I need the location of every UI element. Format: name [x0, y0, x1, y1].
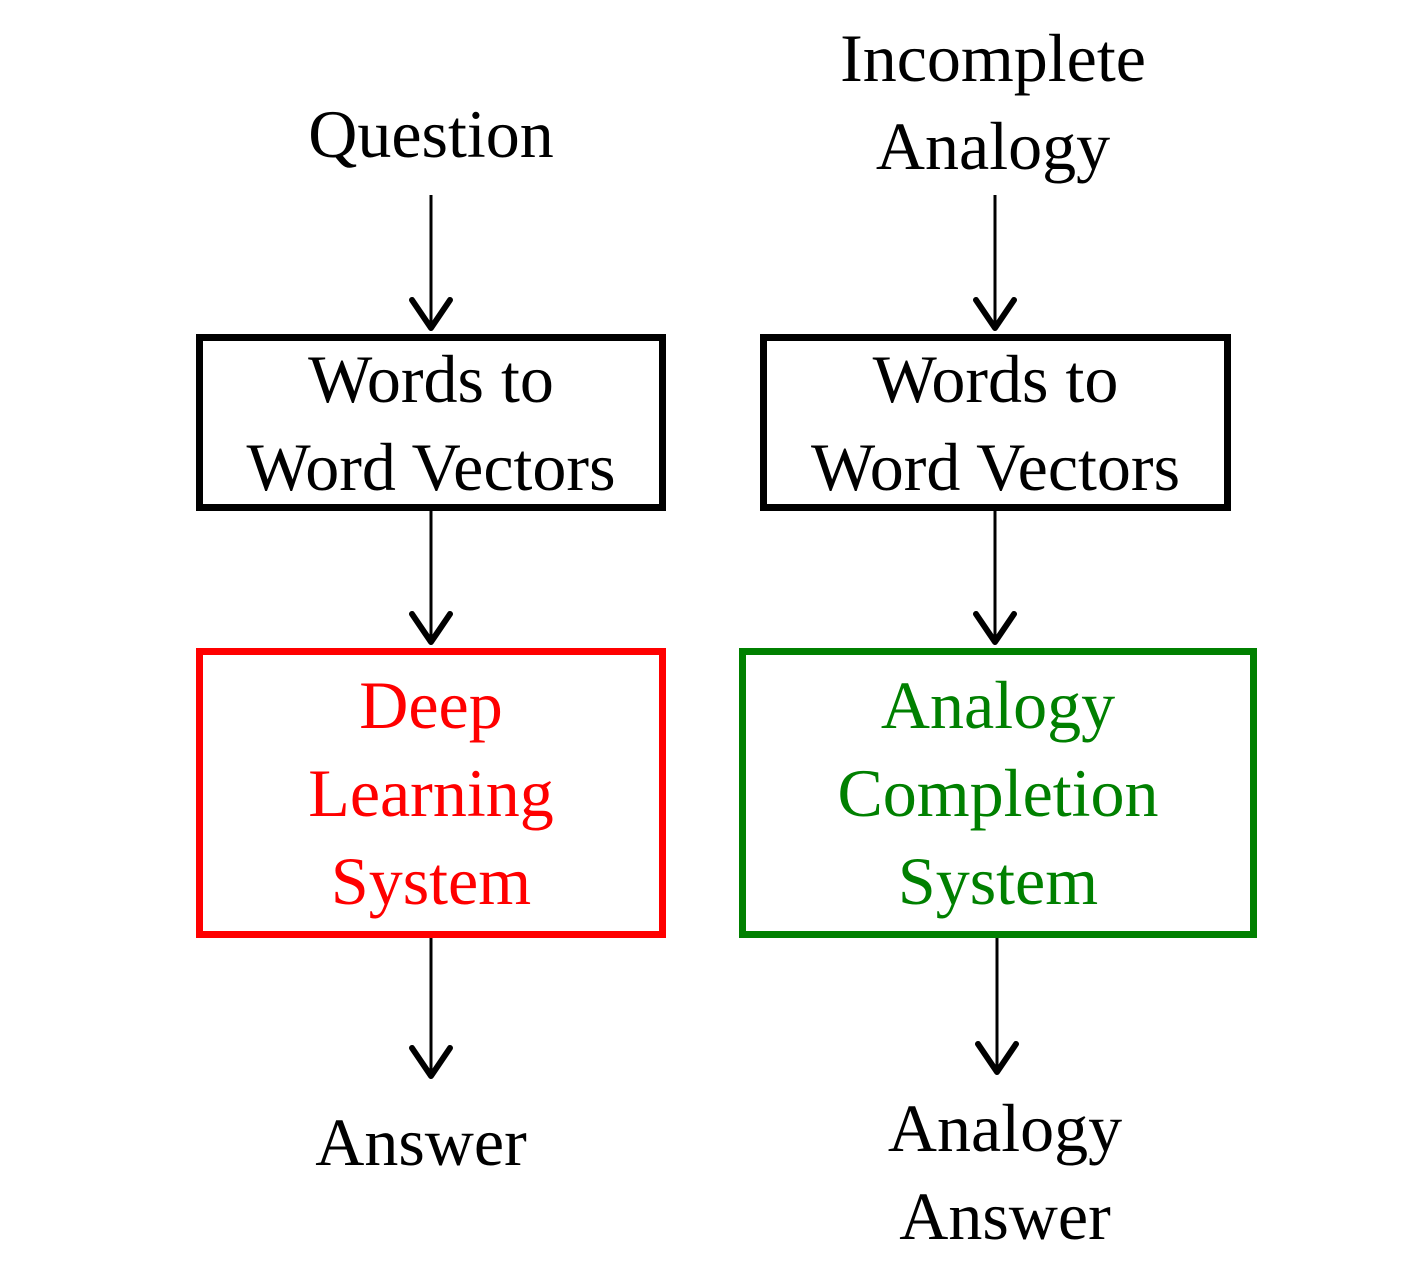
incomplete-analogy-label: Incomplete Analogy [793, 14, 1193, 190]
analogy-completion-system-box: Analogy Completion System [739, 648, 1257, 938]
box-line: System [330, 843, 532, 919]
box-line: Words to [308, 340, 554, 417]
label-line: Incomplete [840, 20, 1146, 96]
box-line: Word Vectors [810, 428, 1181, 505]
box-line: Deep [359, 667, 503, 743]
box-line: Completion [837, 755, 1159, 831]
label-line: Analogy [875, 108, 1111, 184]
box-line: Words to [872, 340, 1119, 417]
arrow-question-to-vectors [409, 195, 453, 331]
label-line: Analogy [887, 1090, 1123, 1166]
words-to-word-vectors-box-left: Words to Word Vectors [196, 334, 666, 511]
label-line: Answer [899, 1178, 1111, 1254]
analogy-answer-label: Analogy Answer [805, 1084, 1205, 1260]
arrow-deep-learning-to-answer [409, 936, 453, 1079]
arrow-incomplete-analogy-to-vectors [973, 195, 1017, 331]
arrow-analogy-completion-to-answer [975, 936, 1019, 1075]
question-label: Question [308, 96, 554, 172]
arrow-vectors-to-analogy-completion [973, 510, 1017, 645]
deep-learning-system-box: Deep Learning System [196, 648, 666, 938]
box-line: Word Vectors [246, 428, 616, 505]
box-line: Analogy [880, 667, 1116, 743]
box-line: System [897, 843, 1099, 919]
arrow-vectors-to-deep-learning [409, 510, 453, 645]
box-line: Learning [308, 755, 554, 831]
words-to-word-vectors-box-right: Words to Word Vectors [760, 334, 1231, 511]
answer-label: Answer [315, 1104, 527, 1180]
